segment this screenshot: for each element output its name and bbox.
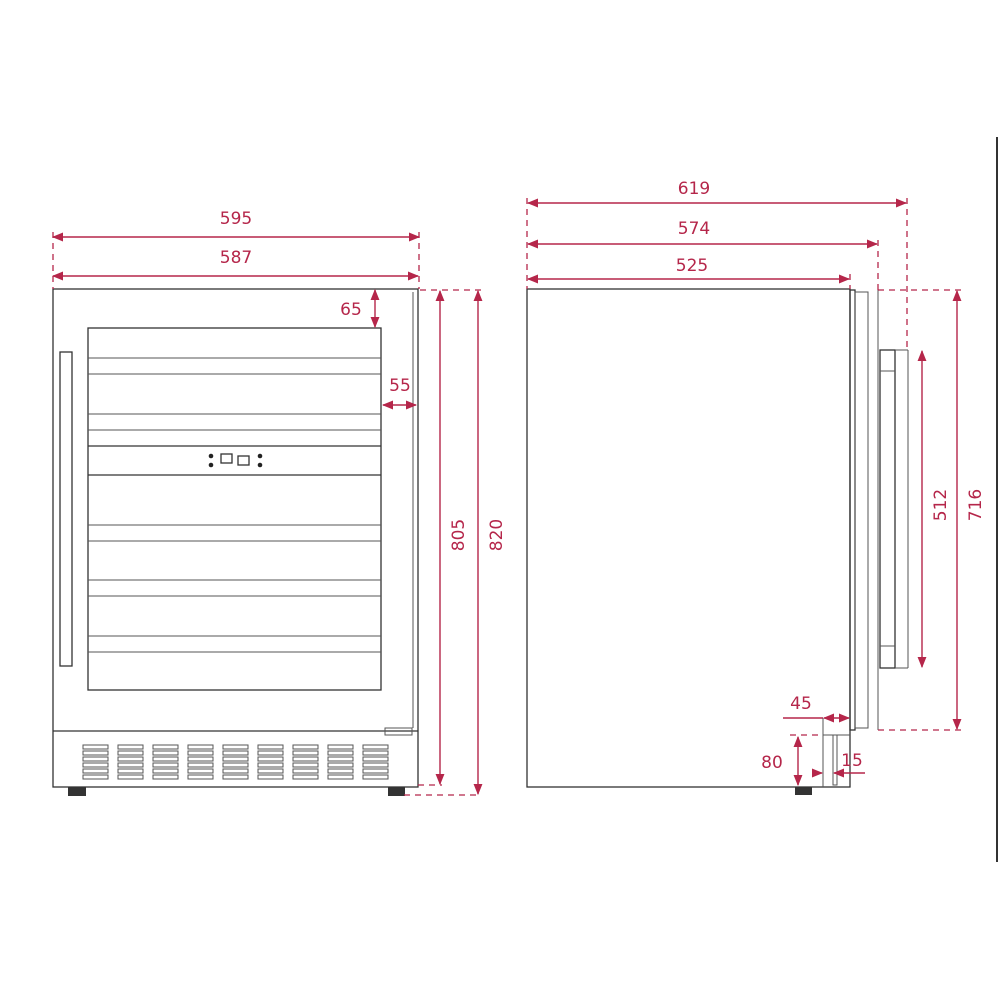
vent-slot <box>152 774 179 780</box>
dim-label-80: 80 <box>761 753 783 773</box>
vent-slot <box>222 756 249 762</box>
vent-slot <box>187 768 214 774</box>
vent-slot <box>362 750 389 756</box>
vent-slot <box>362 774 389 780</box>
vent-slot <box>152 768 179 774</box>
vent-slot <box>117 774 144 780</box>
vent-slot <box>117 750 144 756</box>
vent-slot <box>362 768 389 774</box>
vent-slot <box>292 774 319 780</box>
vent-slot <box>187 744 214 750</box>
vent-slot <box>82 750 109 756</box>
dim-label-574: 574 <box>678 219 710 239</box>
vent-slot <box>257 744 284 750</box>
front-view <box>52 288 419 796</box>
vent-slot <box>152 762 179 768</box>
vent-slot <box>117 756 144 762</box>
handle-side <box>879 349 896 669</box>
vent-slot <box>152 756 179 762</box>
foot-right <box>388 787 405 796</box>
vent-slot <box>82 774 109 780</box>
vent-slot <box>82 768 109 774</box>
dim-label-525: 525 <box>676 256 708 276</box>
dim-label-65: 65 <box>340 300 362 320</box>
vent-slot <box>292 762 319 768</box>
vent-slot <box>152 744 179 750</box>
vent-slot <box>292 768 319 774</box>
dim-label-595: 595 <box>220 209 252 229</box>
door-frame <box>849 289 856 731</box>
vent-slot <box>187 750 214 756</box>
vent-slot <box>327 774 354 780</box>
vent-slot <box>362 762 389 768</box>
dim-label-805: 805 <box>449 519 469 551</box>
vent-slot <box>222 750 249 756</box>
vent-slot <box>327 768 354 774</box>
vent-slot <box>257 768 284 774</box>
dim-label-55: 55 <box>389 376 411 396</box>
vent-slot <box>292 744 319 750</box>
vent-slot <box>222 774 249 780</box>
cabinet-outline <box>52 288 419 788</box>
vent-slot <box>257 750 284 756</box>
vent-slot <box>292 756 319 762</box>
glass-window <box>87 327 382 691</box>
vent-slot <box>187 756 214 762</box>
foot-side <box>795 787 812 795</box>
dim-label-619: 619 <box>678 179 710 199</box>
dim-label-716: 716 <box>966 489 986 521</box>
door-handle <box>59 351 73 667</box>
vent-slot <box>117 744 144 750</box>
vent-slot <box>82 756 109 762</box>
vent-slot <box>327 762 354 768</box>
vent-slot <box>152 750 179 756</box>
vent-slot <box>117 768 144 774</box>
vent-slot <box>187 762 214 768</box>
vent-slot <box>362 744 389 750</box>
vent-slot <box>117 762 144 768</box>
side-view <box>526 288 909 795</box>
foot-left <box>68 787 86 796</box>
vent-slot <box>257 774 284 780</box>
plinth <box>832 734 838 786</box>
vent-slot <box>257 756 284 762</box>
dim-label-15: 15 <box>841 751 863 771</box>
hinge-bracket <box>384 727 413 736</box>
vent-slot <box>327 750 354 756</box>
front-dimensions: 595 587 65 55 805 820 <box>51 209 507 796</box>
dim-label-820: 820 <box>487 519 507 551</box>
dim-label-512: 512 <box>931 489 951 521</box>
vent-slot <box>222 768 249 774</box>
vent-slot <box>257 762 284 768</box>
vent-slot <box>222 744 249 750</box>
door-panel <box>854 291 869 729</box>
vent-slot <box>222 762 249 768</box>
control-panel-icons <box>208 453 263 468</box>
vent-slot <box>82 744 109 750</box>
kickplate-vents <box>82 744 389 780</box>
side-dimensions: 619 574 525 512 716 45 80 15 <box>526 179 986 787</box>
vent-slot <box>327 756 354 762</box>
dim-label-587: 587 <box>220 248 252 268</box>
vent-slot <box>292 750 319 756</box>
vent-slot <box>82 762 109 768</box>
vent-slot <box>362 756 389 762</box>
vent-slot <box>327 744 354 750</box>
dim-label-45: 45 <box>790 694 812 714</box>
shelves <box>88 357 381 653</box>
vent-slot <box>187 774 214 780</box>
